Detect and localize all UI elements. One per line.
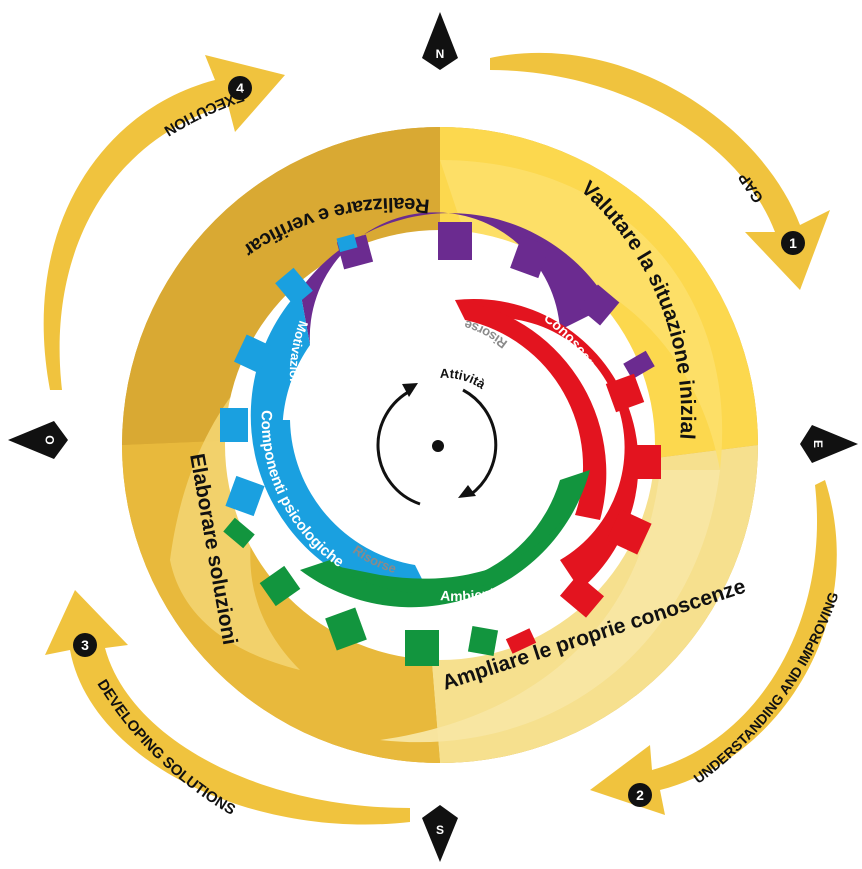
gear-ring <box>220 212 661 666</box>
phase-badge-3 <box>73 633 97 657</box>
gear-tooth <box>605 373 645 413</box>
phase-badge-4 <box>228 76 252 100</box>
gear-tooth <box>623 350 655 380</box>
gear-tooth <box>559 574 605 618</box>
gear-tooth <box>510 235 550 279</box>
gear-segment-componenti <box>250 290 420 600</box>
arrow-gap <box>490 52 830 291</box>
phase-badges: 1 2 3 4 <box>73 76 805 807</box>
gear-tooth <box>336 233 358 253</box>
arrow-understanding <box>590 480 837 815</box>
phase-number-3: 3 <box>81 637 89 653</box>
compass-west: O <box>8 421 68 459</box>
phase-number-4: 4 <box>236 80 244 96</box>
compass-north-label: N <box>436 47 445 61</box>
gear-tooth <box>225 475 265 517</box>
spiral-swirl-pale <box>380 470 720 743</box>
gear-segment-conoscenze-outer <box>455 300 607 520</box>
gear-segment-ambiente-inner <box>330 470 590 594</box>
gear-tooth <box>438 222 472 260</box>
phase-arrows <box>43 52 837 825</box>
gear-segment-componenti-lower <box>262 420 430 595</box>
gear-tooth <box>259 565 301 607</box>
arrow-developing <box>45 590 410 825</box>
compass-north-marker <box>422 12 458 70</box>
gear-segment-ambiente <box>300 470 590 608</box>
gear-tooth <box>578 284 620 326</box>
rotation-arrowhead-right <box>458 485 476 498</box>
compass-east: E <box>800 425 858 463</box>
compass-east-marker <box>800 425 858 463</box>
phase-number-2: 2 <box>636 787 644 803</box>
arrow-execution <box>43 55 285 390</box>
compass-west-label: O <box>43 435 57 444</box>
gear-tooth <box>233 334 273 374</box>
gear-tooth <box>325 607 367 651</box>
gear-tooth <box>467 625 499 657</box>
gear-tooth <box>405 630 439 666</box>
rotation-arc-right <box>462 388 498 497</box>
gear-tooth <box>606 509 652 555</box>
compass-west-marker <box>8 421 68 459</box>
phase-number-1: 1 <box>789 235 797 251</box>
center-dot <box>432 440 444 452</box>
rotation-arrowhead-left <box>402 383 418 397</box>
phase-badge-2 <box>628 783 652 807</box>
rotation-symbol <box>376 383 498 506</box>
compass-north: N <box>422 12 458 70</box>
gear-tooth <box>625 445 661 479</box>
gear-tooth <box>220 408 248 442</box>
compass-south: S <box>422 805 458 862</box>
gear-tooth <box>505 628 537 654</box>
wheel-label-identita: Identità <box>350 281 400 302</box>
compass-east-label: E <box>811 440 825 448</box>
phase-badge-1 <box>781 231 805 255</box>
gear-tooth <box>275 267 313 307</box>
compass: N E S O <box>8 12 858 862</box>
compass-south-marker <box>422 805 458 862</box>
gear-tooth <box>223 517 255 549</box>
compass-south-label: S <box>436 823 444 837</box>
rotation-arc-left <box>376 388 421 506</box>
